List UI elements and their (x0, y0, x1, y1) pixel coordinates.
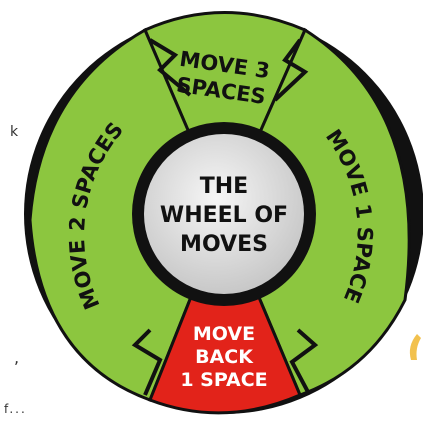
center-title-line-2: WHEEL OF (160, 203, 288, 228)
center-title-line-1: THE (200, 174, 248, 199)
segment-label-bottom-line-1: MOVE (193, 323, 255, 345)
background-text-fragment: k (10, 124, 18, 140)
segment-label-bottom-line-3: 1 SPACE (180, 369, 267, 391)
center-title-line-3: MOVES (180, 232, 268, 257)
decorative-corner-shape (407, 332, 423, 362)
background-text-fragment: , (14, 348, 19, 367)
background-text-fragment: f... (4, 402, 27, 416)
segment-label-bottom-line-2: BACK (195, 346, 254, 368)
